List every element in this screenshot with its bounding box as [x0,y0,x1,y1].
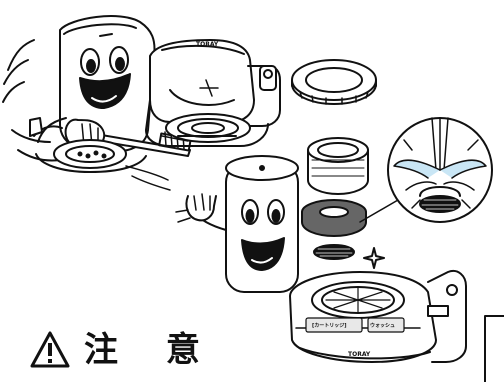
cartoon-character-icon [176,156,298,292]
caution-title: 注 意 [84,330,218,370]
water-splash-icon [360,118,492,222]
caution-header: 注 意 [30,330,218,382]
filter-base-unit-icon [290,271,466,362]
panel-label-1: [カートリッジ] [312,322,347,329]
motion-lines-icon [3,40,60,161]
faucet-adapter-icon [146,40,280,146]
brand-top-label: TORAY [196,41,219,48]
filter-cartridge-icon [302,138,368,259]
ring-nut-icon [292,60,376,104]
sparkle-icon [364,248,384,268]
info-box-border [485,316,504,382]
brand-base-label: TORAY [348,351,371,358]
warning-triangle-icon [30,330,70,370]
panel-label-2: ウォッシュ [370,322,395,329]
